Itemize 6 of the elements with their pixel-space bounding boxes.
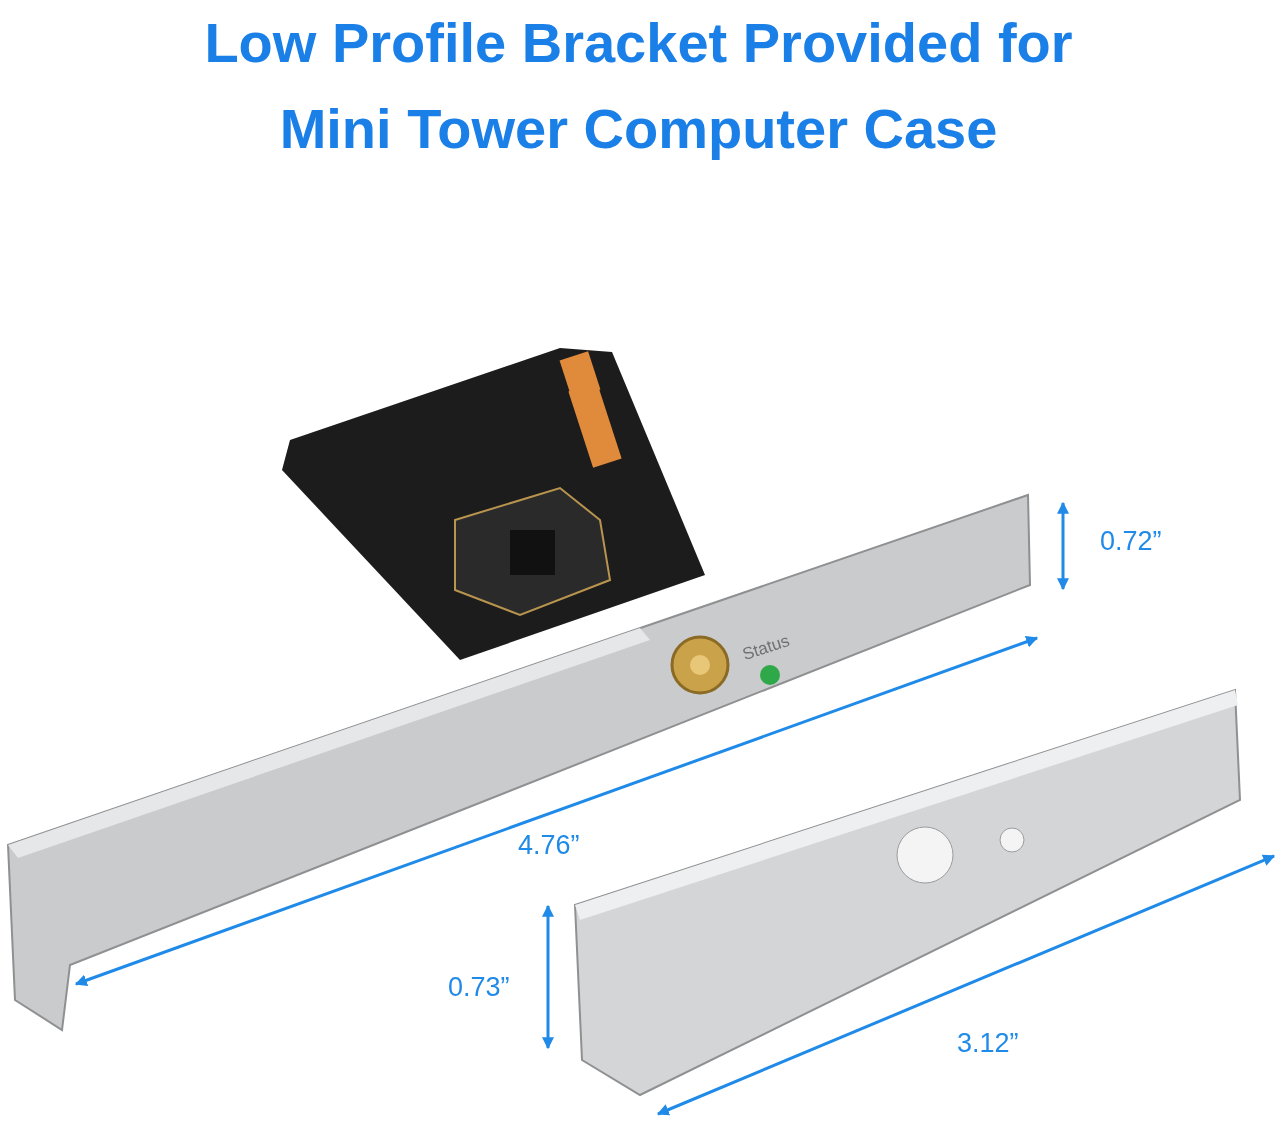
title-heading: Low Profile Bracket Provided for Mini Tower Computer Case bbox=[203, 10, 1074, 162]
dimension-label: 3.12” bbox=[957, 1028, 1019, 1059]
dimension-label: 4.76” bbox=[518, 830, 580, 861]
dimension-label: 0.72” bbox=[1100, 526, 1162, 557]
dimension-label: 0.73” bbox=[448, 972, 510, 1003]
status-marking: Status bbox=[740, 631, 793, 665]
